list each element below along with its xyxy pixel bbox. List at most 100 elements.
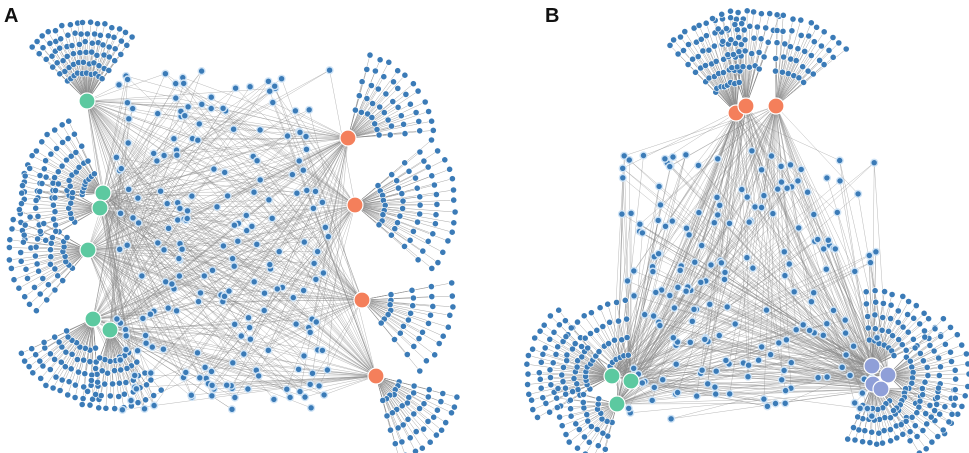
leaf-node xyxy=(750,34,758,42)
shared-node xyxy=(300,238,309,247)
edge xyxy=(775,35,809,107)
edge xyxy=(701,105,777,371)
edge xyxy=(790,383,874,389)
edge xyxy=(92,318,137,389)
edge xyxy=(92,140,199,320)
shared-node xyxy=(118,405,127,414)
edge xyxy=(611,251,877,377)
edge xyxy=(92,202,323,320)
leaf-node xyxy=(779,68,786,76)
leaf-node xyxy=(446,165,453,173)
edge xyxy=(87,106,189,251)
shared-node xyxy=(689,305,699,314)
leaf-node xyxy=(724,51,732,59)
leaf-node xyxy=(394,184,402,192)
shared-node xyxy=(655,321,665,330)
shared-node xyxy=(230,262,239,271)
edge xyxy=(86,100,291,398)
panel-a-hubs xyxy=(78,92,385,385)
edge xyxy=(99,132,301,209)
shared-node xyxy=(282,385,291,394)
edge xyxy=(705,23,737,114)
leaf-node xyxy=(402,91,410,98)
shared-node xyxy=(819,331,828,340)
edge xyxy=(253,156,363,301)
leaf-node xyxy=(780,53,787,61)
edge xyxy=(86,35,101,102)
leaf-node xyxy=(363,66,371,73)
shared-node xyxy=(658,375,667,384)
leaf-node xyxy=(72,148,80,156)
leaf-node xyxy=(405,167,413,175)
panel-b-nodes xyxy=(523,7,969,453)
leaf-node xyxy=(25,363,33,370)
edge xyxy=(87,249,323,351)
leaf-node xyxy=(792,57,800,64)
shared-node xyxy=(283,131,292,141)
leaf-node xyxy=(398,438,406,446)
leaf-node xyxy=(601,445,609,453)
edge xyxy=(86,100,226,112)
leaf-node xyxy=(535,369,543,377)
leaf-node xyxy=(864,313,872,320)
edge xyxy=(630,220,659,382)
shared-node xyxy=(187,192,197,201)
leaf-node xyxy=(21,221,29,229)
leaf-node xyxy=(355,92,363,100)
leaf-node xyxy=(39,44,47,52)
leaf-node xyxy=(697,35,705,43)
leaf-node xyxy=(375,221,383,229)
leaf-node xyxy=(67,199,75,207)
edge xyxy=(92,275,205,320)
leaf-node xyxy=(773,39,781,47)
shared-node xyxy=(684,230,694,239)
leaf-node xyxy=(59,57,67,65)
edge xyxy=(361,299,449,328)
edge xyxy=(775,105,859,195)
shared-node xyxy=(831,244,840,254)
edge xyxy=(630,154,687,382)
leaf-node xyxy=(416,193,424,201)
leaf-node xyxy=(47,246,54,254)
edge xyxy=(569,403,618,443)
edge xyxy=(99,207,227,386)
leaf-node xyxy=(105,53,113,61)
shared-node xyxy=(260,306,269,315)
leaf-node xyxy=(76,49,84,57)
leaf-node xyxy=(556,413,563,421)
shared-node xyxy=(787,358,796,367)
edge xyxy=(642,365,873,384)
leaf-node xyxy=(540,321,548,329)
shared-node xyxy=(661,222,670,231)
leaf-node xyxy=(368,114,376,121)
shared-node xyxy=(246,82,255,91)
leaf-node xyxy=(546,335,554,343)
leaf-node xyxy=(49,234,56,241)
hub-node-green xyxy=(79,241,97,259)
edge xyxy=(361,299,429,324)
shared-node xyxy=(124,185,133,194)
leaf-node xyxy=(818,42,825,50)
shared-node xyxy=(268,98,277,107)
leaf-node xyxy=(599,429,607,437)
leaf-node xyxy=(567,405,574,413)
edge xyxy=(86,88,276,102)
edge xyxy=(21,249,89,262)
shared-node xyxy=(115,245,124,254)
leaf-node xyxy=(52,227,60,235)
edge xyxy=(871,330,925,367)
leaf-node xyxy=(95,62,103,70)
edge xyxy=(86,100,201,378)
leaf-node xyxy=(772,55,779,62)
shared-node xyxy=(721,356,731,365)
edge xyxy=(304,375,377,398)
shared-node xyxy=(635,220,645,229)
edge xyxy=(745,38,755,107)
leaf-node xyxy=(727,36,735,44)
shared-node xyxy=(193,348,202,357)
shared-node xyxy=(123,98,132,107)
leaf-node xyxy=(733,63,741,71)
leaf-node xyxy=(529,406,537,413)
leaf-node xyxy=(431,220,439,228)
leaf-node xyxy=(809,70,817,78)
